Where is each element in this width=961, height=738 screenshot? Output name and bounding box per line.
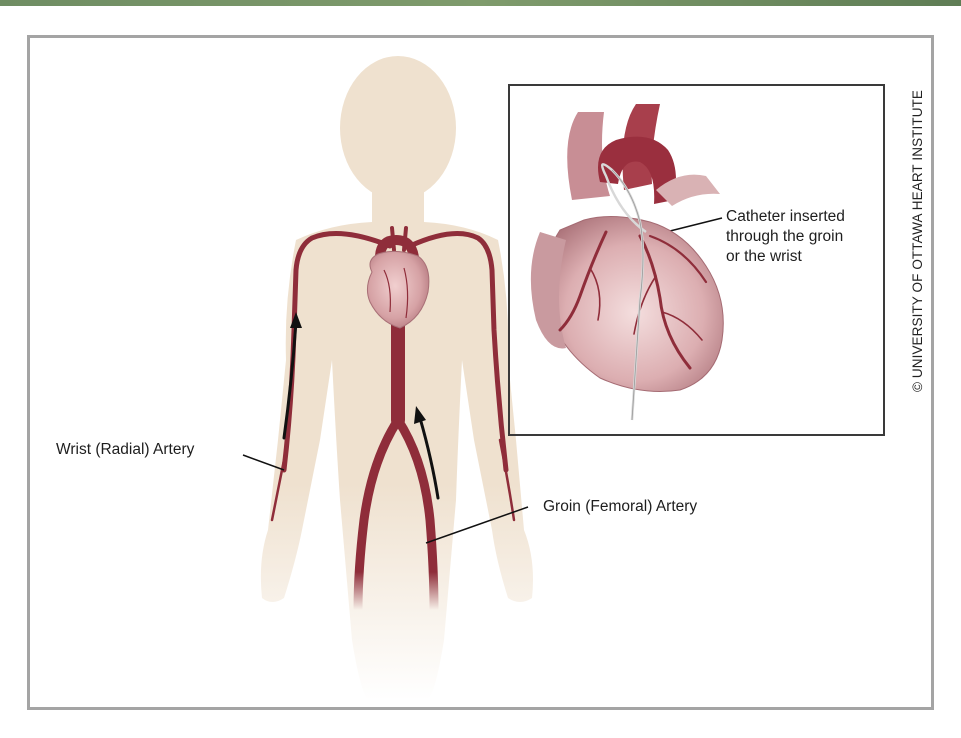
wrist-artery-label: Wrist (Radial) Artery bbox=[56, 440, 194, 459]
groin-artery-label: Groin (Femoral) Artery bbox=[543, 497, 697, 516]
copyright-notice: © UNIVERSITY OF OTTAWA HEART INSTITUTE bbox=[910, 90, 925, 392]
catheter-label-line-1: Catheter inserted bbox=[726, 207, 845, 227]
catheter-label-line-3: or the wrist bbox=[726, 247, 845, 267]
catheter-label-line-2: through the groin bbox=[726, 227, 845, 247]
catheter-label: Catheter inserted through the groin or t… bbox=[726, 207, 845, 267]
